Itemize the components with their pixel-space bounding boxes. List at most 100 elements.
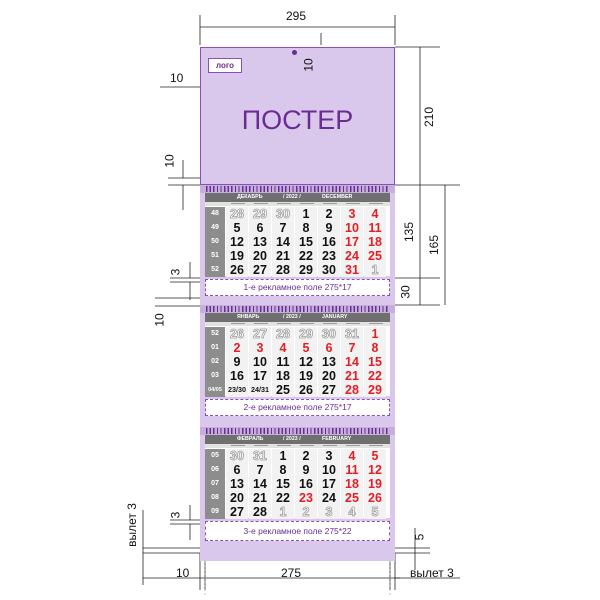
weekday-label [300,445,314,447]
weekday-label [300,323,314,325]
day-cell-weekend: 28 [341,383,363,397]
day-cell: 21 [249,491,271,505]
month-header-year: / 2023 / [283,314,301,320]
weekday-label [231,445,245,447]
hanging-hole-icon [292,50,297,55]
day-cell: 19 [226,249,248,263]
day-cell-weekend: 1 [364,327,386,341]
spiral-binding-icon [206,428,389,434]
day-cell-weekend: 10 [341,221,363,235]
weekday-label [369,445,383,447]
dim-width-top: 295 [286,9,307,23]
month-header: ФЕВРАЛЬ/ 2023 /FEBRUARY [205,435,390,444]
day-cell-outside: 29 [249,207,271,221]
ad-field-3: 3-е рекламное поле 275*22 [205,521,390,541]
day-cell-weekend: 19 [364,477,386,491]
day-cell-outside: 4 [341,505,363,519]
day-cell-weekend: 29 [364,383,386,397]
day-cell: 17 [249,369,271,383]
week-number: 52 [205,327,225,341]
week-number: 52 [205,263,225,277]
dim-bleed-left: вылет 3 [124,503,139,547]
weekday-label [254,203,268,205]
day-cell-outside: 30 [272,207,294,221]
dim-block-height: 165 [427,234,442,256]
day-cell: 12 [295,355,317,369]
month-header-name-ru: ФЕВРАЛЬ [237,436,264,442]
day-cell-weekend: 24 [341,249,363,263]
day-cell: 28 [249,505,271,519]
day-cell: 2 [295,449,317,463]
day-cell-outside: 27 [249,327,271,341]
month-header: ДЕКАБРЬ/ 2022 /DECEMBER [205,193,390,202]
logo-placeholder: лого [208,58,242,73]
weekday-label [231,323,245,325]
day-cell: 3 [318,449,340,463]
dim-logo-offset: 10 [170,71,184,85]
day-cell-weekend: 25 [341,491,363,505]
day-cell: 26 [226,263,248,277]
dim-width-bottom: 275 [281,566,302,580]
day-cell: 9 [226,355,248,369]
weekday-label [300,203,314,205]
day-cell-weekend: 17 [341,235,363,249]
day-cell-weekend: 5 [364,449,386,463]
ad-field-1: 1-е рекламное поле 275*17 [205,279,390,296]
day-cell-weekend: 3 [341,207,363,221]
day-cell: 2 [318,207,340,221]
day-cell: 13 [226,477,248,491]
day-cell: 23 [318,249,340,263]
day-cell: 23/30 [226,383,248,397]
week-number: 01 [205,341,225,355]
weekday-label [346,203,360,205]
weekday-label [323,323,337,325]
week-number: 02 [205,355,225,369]
month-header-name-en: JANUARY [322,314,348,320]
day-cell: 8 [295,221,317,235]
weekday-label [346,445,360,447]
dim-bottom-margin: 5 [412,533,427,541]
day-cell: 13 [249,235,271,249]
week-number: 51 [205,249,225,263]
dim-ad-gap: 3 [168,268,183,276]
day-cell: 27 [249,263,271,277]
day-cell-outside: 31 [249,449,271,463]
ad-field-2: 2-е рекламное поле 275*17 [205,399,390,416]
weekday-label [254,323,268,325]
day-cell-weekend: 4 [341,449,363,463]
day-cell-outside: 28 [226,207,248,221]
day-cell-weekend: 22 [364,369,386,383]
week-number: 03 [205,369,225,383]
month-header-name-ru: ЯНВАРЬ [237,314,260,320]
week-number: 04/05 [205,383,225,397]
week-number: 06 [205,463,225,477]
dim-bleed-right: вылет 3 [410,566,454,580]
day-cell: 6 [249,221,271,235]
week-number: 08 [205,491,225,505]
dim-left-margin: 10 [176,566,190,580]
weekday-label [277,445,291,447]
day-cell-weekend: 12 [364,463,386,477]
day-cell-weekend: 7 [341,341,363,355]
month-header-year: / 2022 / [283,194,301,200]
day-cell: 7 [249,463,271,477]
day-cell: 11 [272,355,294,369]
day-cell-weekend: 4 [364,207,386,221]
weekday-label [254,445,268,447]
day-cell: 16 [226,369,248,383]
day-cell: 14 [249,477,271,491]
day-cell: 27 [318,383,340,397]
week-number: 05 [205,449,225,463]
day-cell-outside: 30 [318,327,340,341]
day-cell: 16 [318,235,340,249]
day-cell: 10 [249,355,271,369]
day-cell: 1 [272,449,294,463]
day-cell: 15 [272,477,294,491]
month-header-name-en: FEBRUARY [322,436,352,442]
poster-title: ПОСТЕР [241,105,354,135]
month-header-name-en: DECEMBER [322,194,353,200]
day-cell-weekend: 14 [341,355,363,369]
day-cell: 22 [272,491,294,505]
weekday-label [277,323,291,325]
day-cell: 24 [318,491,340,505]
